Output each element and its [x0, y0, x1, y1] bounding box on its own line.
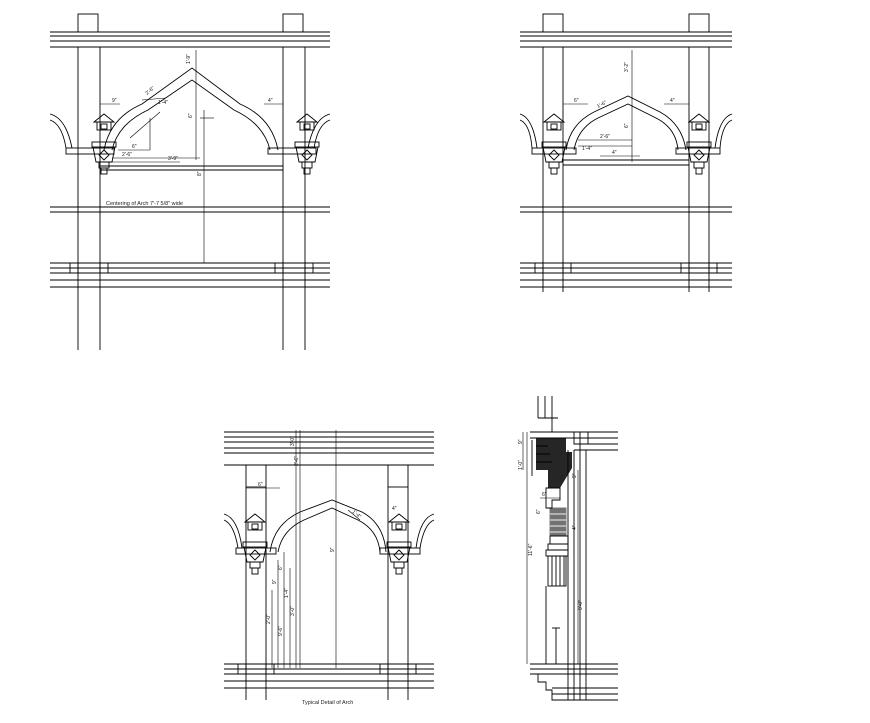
dim-label: 6": [536, 509, 542, 514]
dim-label: 1'-4": [284, 588, 290, 598]
dim-label: 9": [572, 473, 578, 478]
dim-label: 9'-0": [578, 600, 584, 610]
dim-label: 2'-6": [122, 152, 132, 158]
dim-label: 6": [188, 113, 194, 118]
drawing-caption: Centering of Arch 7'-7 5/8" wide: [106, 201, 183, 207]
arch-section-drawing: 9" 1'-0" 6" 9" 4" 11'-6" 9'-0" 6": [518, 396, 618, 701]
dim-label: 1'-4": [158, 100, 168, 106]
dim-label: 9": [112, 98, 117, 104]
dim-label: 4": [612, 150, 617, 156]
dim-label: 2'-6": [144, 85, 156, 96]
dim-label: 2'-0": [266, 614, 272, 624]
dim-label: 9": [330, 547, 336, 552]
dim-label: 6": [278, 565, 284, 570]
dim-label: 3'-0": [290, 436, 296, 446]
dim-label: 3'-9": [168, 156, 178, 162]
dim-label: 1'-0": [518, 460, 524, 470]
dim-label: 4": [268, 98, 273, 104]
dim-label: 4": [572, 525, 578, 530]
dim-label: 6": [574, 98, 579, 104]
dim-label: 6": [624, 123, 630, 128]
drawing-caption: Typical Detail of Arch: [302, 700, 353, 706]
dim-label: 9": [272, 579, 278, 584]
dim-label: 4": [392, 506, 397, 512]
dim-label: 2'-6": [294, 456, 300, 466]
dim-label: 11'-6": [528, 543, 534, 556]
dim-label: 6": [258, 482, 263, 488]
dim-label: 3'-0": [290, 606, 296, 616]
arch-centering-drawing: 2'-6" 1'-4" 9" 4" 1'-9" 3'-9" 6" 2'-6" 8…: [49, 13, 331, 350]
arch-typical-detail-drawing: 3'-0" 2'-6" 6" 1'-4" 4" 9" 6" 9" 1'-4" 2…: [223, 430, 435, 706]
dim-label: 1'-4": [351, 509, 363, 520]
dim-label: 1'-9": [186, 54, 192, 64]
dim-label: 6": [542, 492, 547, 498]
dim-label: 4": [670, 98, 675, 104]
dim-label: 3'-2": [624, 62, 630, 72]
dim-label: 8": [197, 171, 203, 176]
dim-label: 9": [518, 439, 524, 444]
dim-label: 1'-6": [596, 100, 608, 110]
dim-label: 9'-6": [278, 626, 284, 636]
dim-label: 1'-4": [582, 146, 592, 152]
dim-label: 2'-6": [600, 134, 610, 140]
dim-label: 6": [132, 144, 137, 150]
arch-elevation-drawing: 1'-6" 6" 4" 3'-2" 2'-6" 1'-4" 4" 6": [519, 13, 733, 292]
